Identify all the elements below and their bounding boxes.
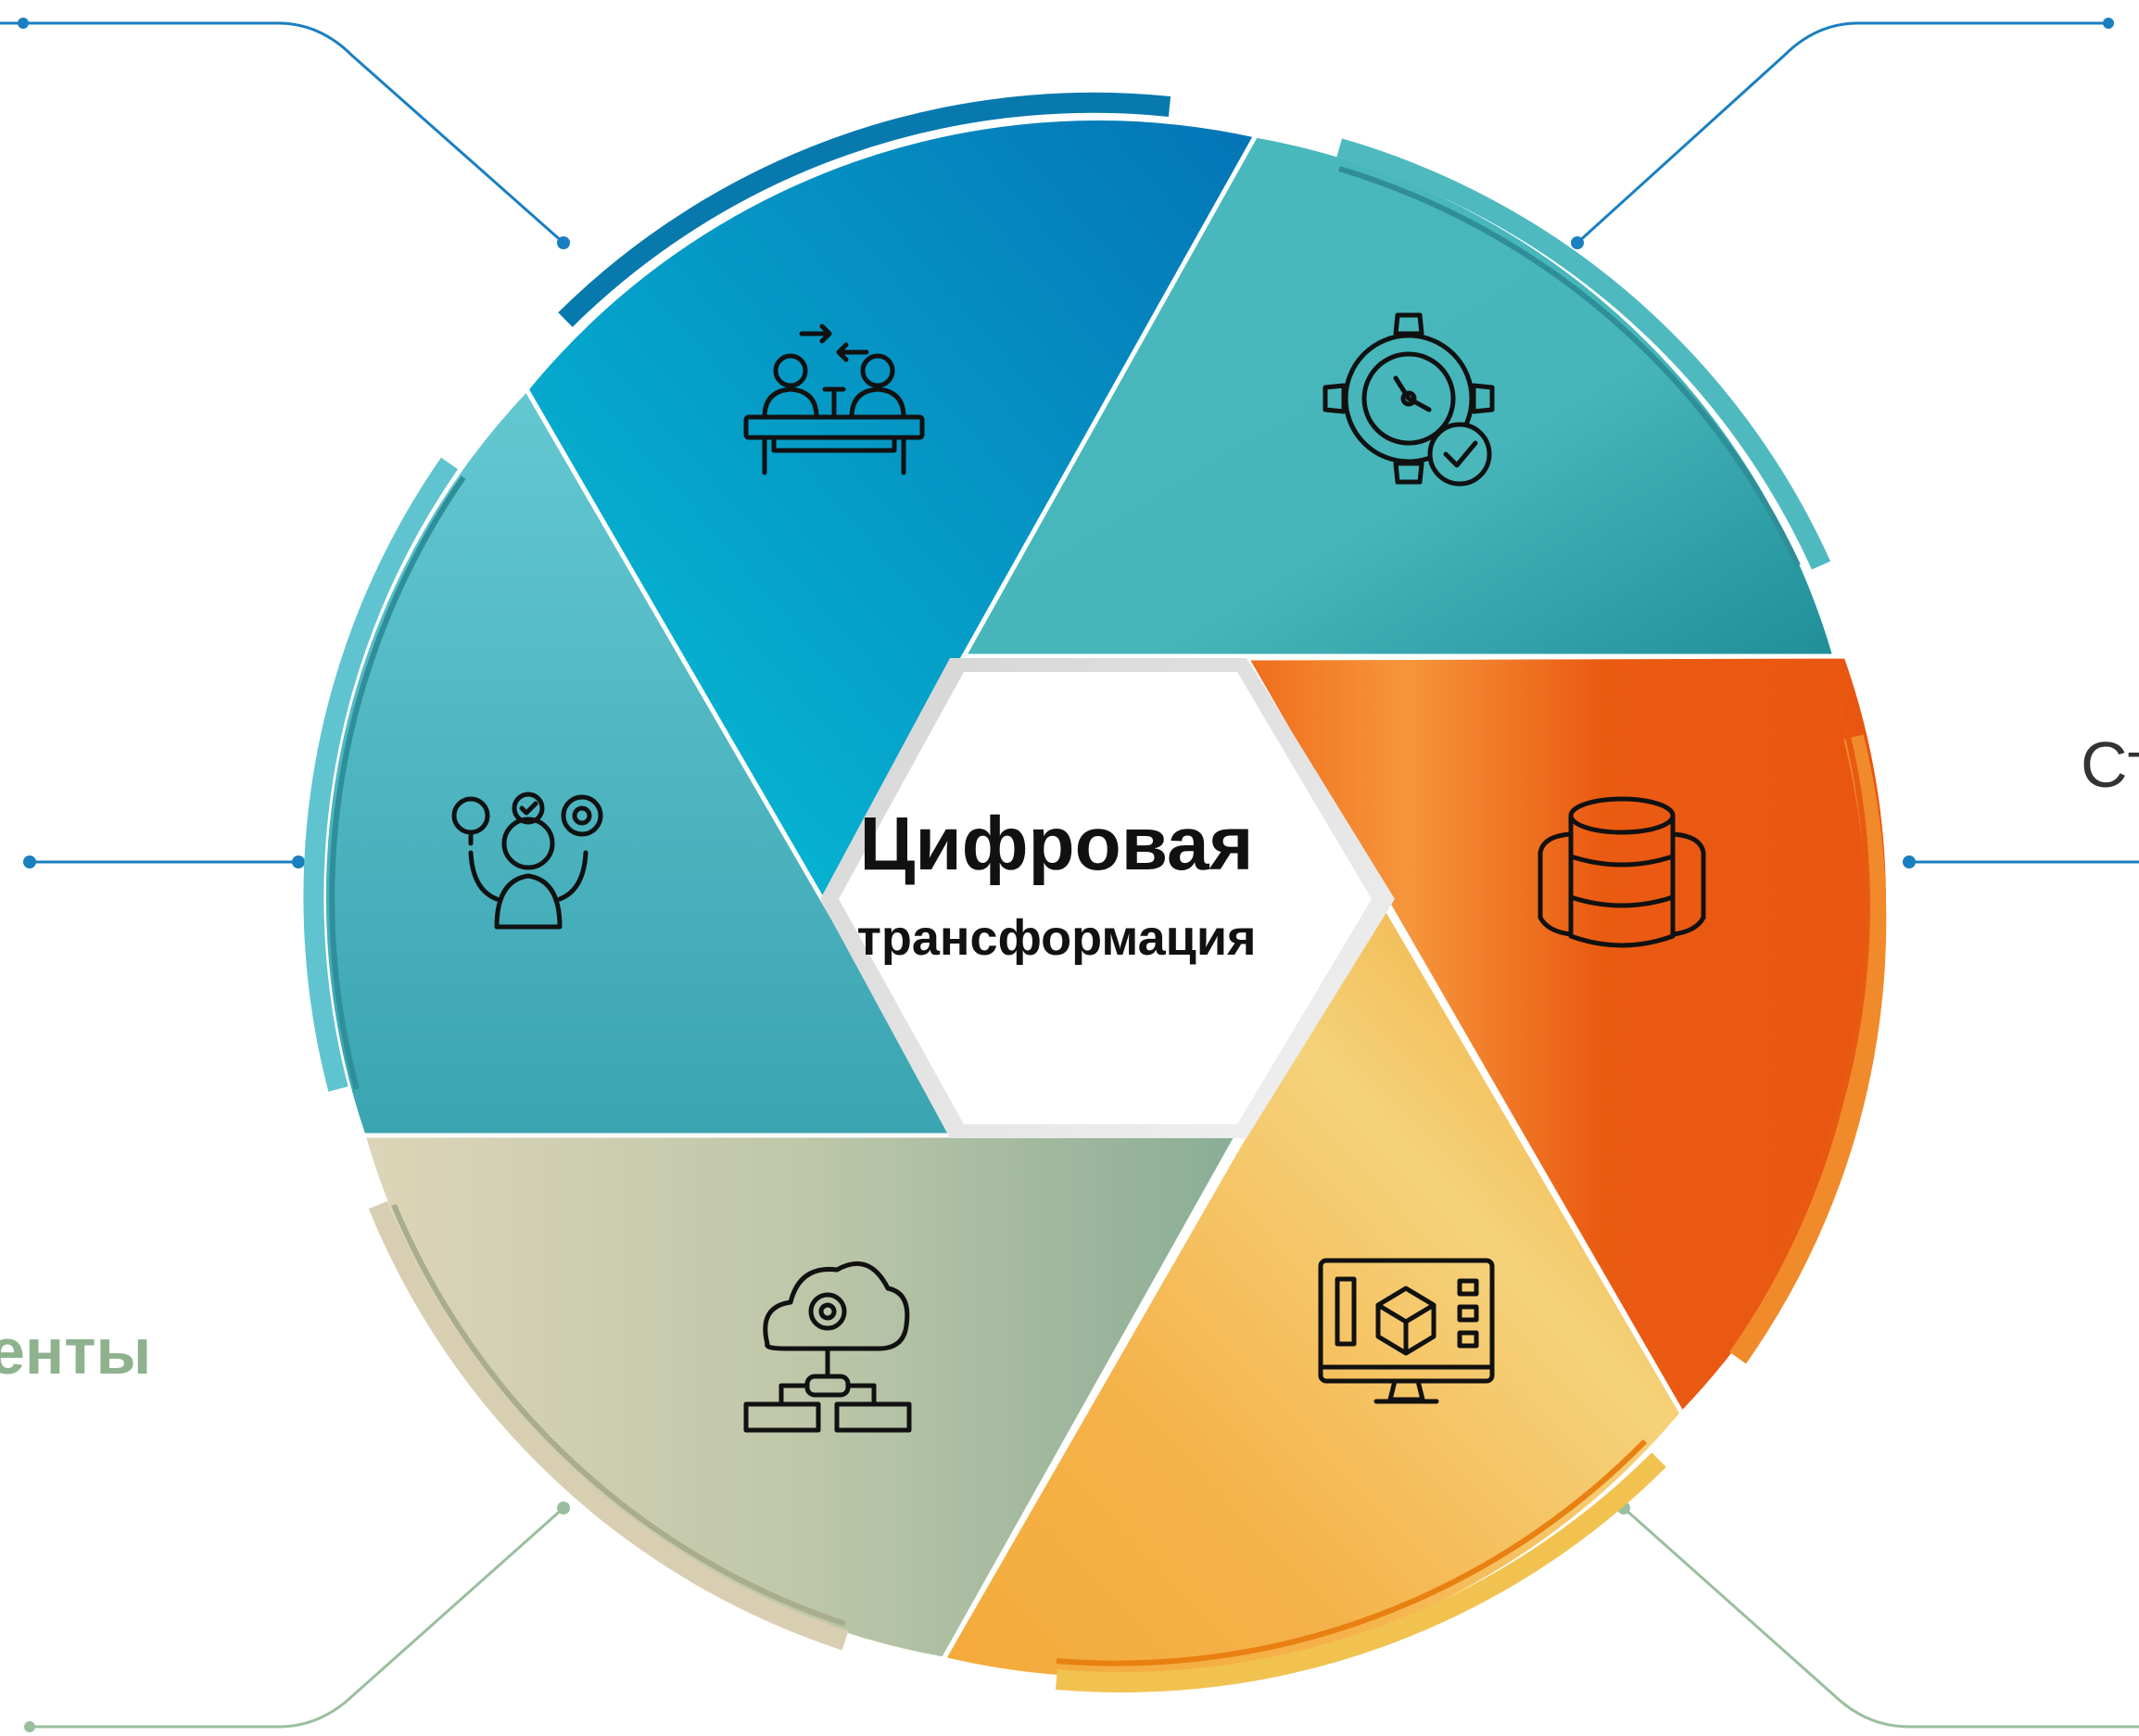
arc-cyan (303, 457, 459, 1092)
segment-negotiation (523, 116, 1259, 960)
arc-orange (1729, 734, 1887, 1364)
arc-teal-inner (1338, 166, 1801, 567)
arc-teal (1335, 138, 1831, 570)
arc-beige (368, 1200, 849, 1651)
connector-dot (1571, 236, 1584, 249)
connector-dot (23, 855, 36, 868)
database-icon (1538, 796, 1706, 948)
connector-dot (18, 18, 29, 29)
connector-dot (292, 855, 305, 868)
negotiation-icon (743, 323, 925, 475)
left-partial-label: енты (0, 1315, 152, 1388)
arc-yellow-inner (1056, 1438, 1648, 1666)
connector-bottom-left (30, 1506, 564, 1729)
accent-arcs (303, 92, 1887, 1693)
connector-top-right (1576, 21, 2108, 245)
right-partial-label: Ст (2081, 729, 2139, 801)
arc-orange-inner (1721, 703, 1870, 1346)
connector-dot (24, 1721, 35, 1732)
arc-yellow (1056, 1452, 1666, 1693)
wheel-segments (321, 116, 1891, 1682)
cloud-network-icon (743, 1261, 912, 1433)
connector-dot (557, 1502, 570, 1514)
arc-cyan-inner (329, 475, 466, 1090)
connector-dot (557, 236, 570, 249)
icons (451, 312, 1706, 1433)
connector-top-left (0, 21, 564, 245)
center-title: Цифровая (859, 802, 1254, 886)
arc-beige-inner (391, 1203, 846, 1627)
connector-bottom-right (1623, 1506, 2139, 1729)
person-ideas-icon (451, 792, 603, 930)
3d-monitor-icon (1318, 1258, 1495, 1404)
connector-dot (1903, 855, 1916, 868)
connector-dot (2103, 18, 2114, 29)
segment-person-ideas (321, 385, 964, 1138)
connector-lines (0, 18, 2139, 1732)
gear-gauge-icon (1323, 312, 1495, 487)
arc-blue (558, 92, 1171, 327)
center-subtitle: трансформация (856, 910, 1257, 966)
center-hexagon (839, 672, 1372, 1124)
